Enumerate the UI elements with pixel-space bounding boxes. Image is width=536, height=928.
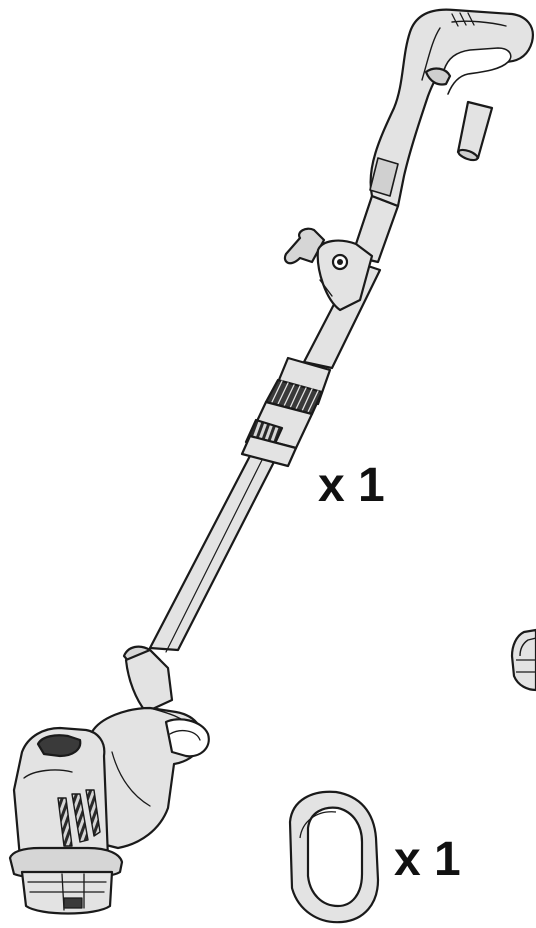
cutting-head <box>8 726 124 915</box>
front-handle <box>122 645 174 714</box>
trimmer-quantity-label: x 1 <box>318 459 385 512</box>
edge-guard <box>288 790 380 924</box>
rear-handle <box>369 8 534 208</box>
lower-shaft <box>148 450 278 653</box>
angle-adjust-knob <box>283 227 374 312</box>
edge-guard-quantity-label: x 1 <box>394 833 461 886</box>
spool-cap <box>510 628 536 692</box>
motor-housing <box>90 706 210 850</box>
telescopic-collar <box>240 356 332 468</box>
string-trimmer <box>8 8 534 915</box>
